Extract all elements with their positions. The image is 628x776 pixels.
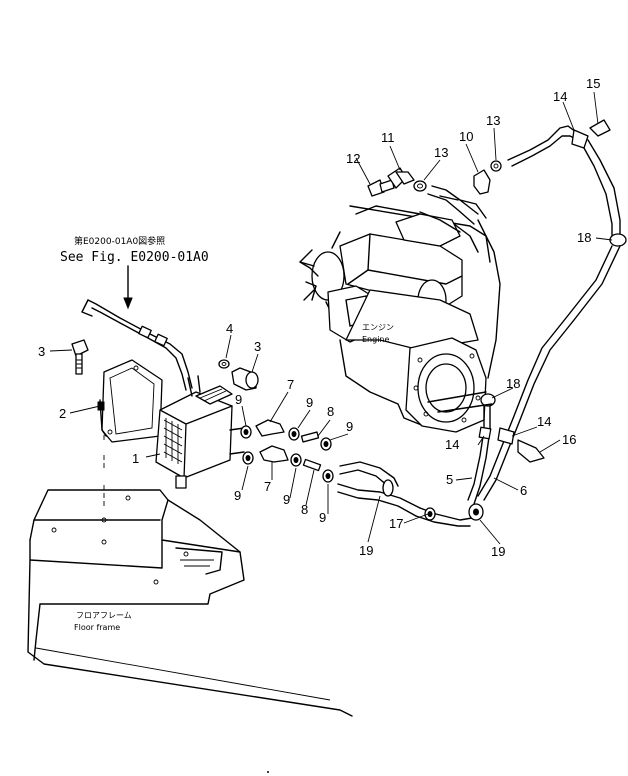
callout-9-d: 9 <box>234 488 241 503</box>
reference-note-jp: 第E0200-01A0図参照 <box>74 235 165 247</box>
callout-19-right: 19 <box>491 544 505 559</box>
callout-3-left: 3 <box>38 344 45 359</box>
engine-label-jp: エンジン <box>362 323 394 332</box>
callout-8-lower: 8 <box>301 502 308 517</box>
heater-grille <box>163 418 183 464</box>
top-fittings <box>367 160 502 197</box>
callout-14-top: 14 <box>553 89 567 104</box>
callout-11: 11 <box>381 130 395 145</box>
reference-pipe <box>81 299 193 391</box>
callout-14-mid: 14 <box>445 437 459 452</box>
engine-label-en: Engine <box>362 335 389 344</box>
callout-13-right: 13 <box>486 113 500 128</box>
bolt-3-upper <box>231 367 259 391</box>
reference-note-en: See Fig. E0200-01A0 <box>60 250 209 265</box>
callout-5: 5 <box>446 472 453 487</box>
callout-3-right: 3 <box>254 339 261 354</box>
callout-16: 16 <box>562 432 576 447</box>
callout-9-a: 9 <box>235 392 242 407</box>
callout-numbers: 1 2 3 3 4 5 6 7 7 8 8 9 9 9 9 9 9 10 11 … <box>38 76 600 559</box>
floor-frame-label-jp: フロアフレーム <box>76 611 132 620</box>
leader-lines <box>49 91 613 545</box>
callout-15: 15 <box>586 76 600 91</box>
callout-4: 4 <box>226 321 233 336</box>
engine <box>299 185 501 433</box>
hose-clamps <box>240 419 334 483</box>
callout-1: 1 <box>132 451 139 466</box>
floor-frame <box>27 430 353 717</box>
callout-9-b: 9 <box>306 395 313 410</box>
callout-9-e: 9 <box>283 492 290 507</box>
callout-7-lower: 7 <box>264 479 271 494</box>
callout-9-f: 9 <box>319 510 326 525</box>
callout-8-upper: 8 <box>327 404 334 419</box>
bracket <box>97 359 163 443</box>
washer-4 <box>218 359 230 369</box>
lower-pipe-19 <box>337 461 484 527</box>
reference-arrowhead <box>123 297 133 310</box>
callout-14-right: 14 <box>537 414 551 429</box>
callout-9-c: 9 <box>346 419 353 434</box>
callout-2: 2 <box>59 406 66 421</box>
bolt-left <box>71 339 89 375</box>
stray-mark <box>267 771 269 773</box>
callout-12: 12 <box>346 151 360 166</box>
callout-17: 17 <box>389 516 403 531</box>
callout-7-upper: 7 <box>287 377 294 392</box>
callout-18-top: 18 <box>577 230 591 245</box>
floor-frame-label-en: Floor frame <box>74 623 120 632</box>
heater-unit <box>155 375 245 489</box>
callout-10: 10 <box>459 129 473 144</box>
callout-18-mid: 18 <box>506 376 520 391</box>
callout-6: 6 <box>520 483 527 498</box>
right-pipes <box>427 119 627 505</box>
callout-13-left: 13 <box>434 145 448 160</box>
callout-19-left: 19 <box>359 543 373 558</box>
